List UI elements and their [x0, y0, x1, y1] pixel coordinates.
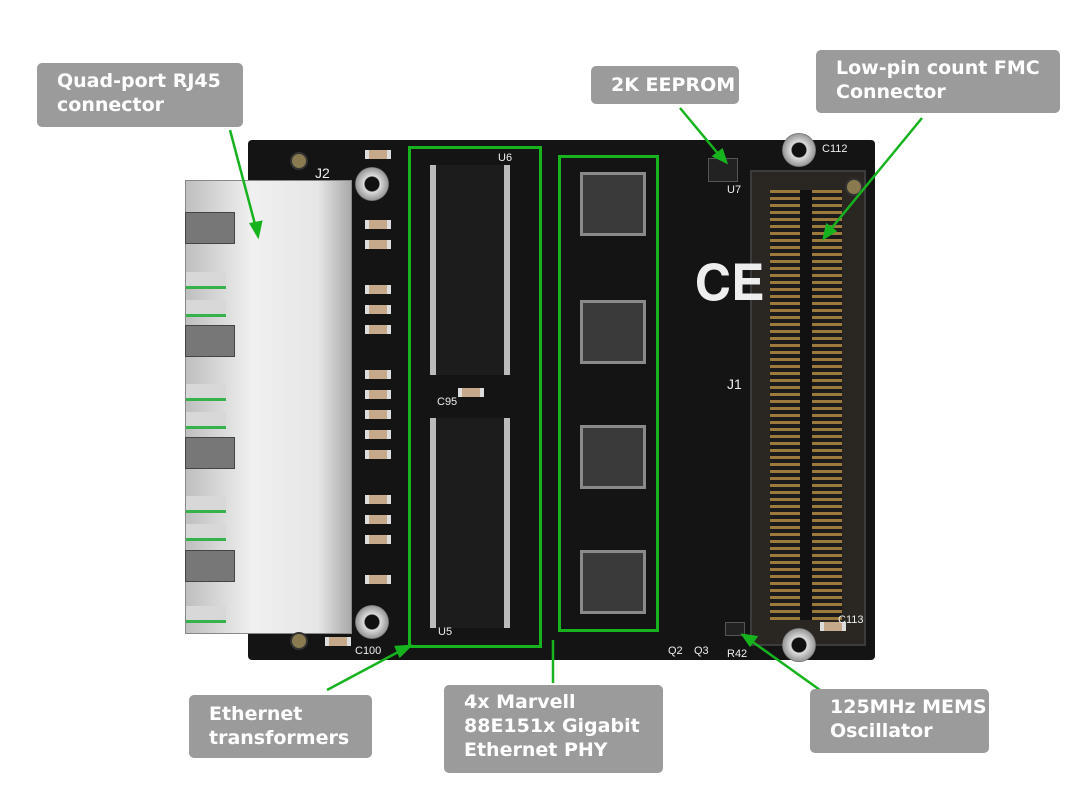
port-led — [186, 300, 226, 317]
port-led — [186, 496, 226, 513]
silk-u7: U7 — [727, 184, 742, 196]
callout-rj45-line2: connector — [57, 94, 165, 116]
phy-chip — [580, 550, 646, 614]
rj45-port — [185, 550, 235, 582]
rj45-port — [185, 325, 235, 357]
transformers-highlight — [408, 146, 542, 648]
callout-eeprom-text: 2K EEPROM — [611, 74, 736, 96]
silk-u5: U5 — [438, 626, 453, 638]
silk-q3: Q3 — [694, 645, 709, 657]
port-led — [186, 524, 226, 541]
callout-phy-line1: 4x Marvell — [464, 691, 576, 713]
silk-j2: J2 — [315, 165, 330, 181]
silk-c112: C112 — [822, 143, 848, 155]
mounting-hole — [290, 632, 308, 650]
callout-phy-line2: 88E151x Gigabit — [464, 715, 640, 737]
callout-transformers-line2: transformers — [209, 727, 350, 749]
fmc-slot — [800, 190, 812, 620]
silk-j1: J1 — [727, 376, 742, 392]
callout-rj45: Quad-port RJ45 connector — [37, 63, 243, 127]
phy-chip — [580, 425, 646, 489]
callout-phy: 4x Marvell 88E151x Gigabit Ethernet PHY — [444, 685, 663, 773]
callout-osc-line1: 125MHz MEMS — [830, 696, 987, 718]
rj45-port — [185, 437, 235, 469]
mounting-screw — [782, 628, 816, 662]
silk-c95: C95 — [437, 396, 458, 408]
callout-oscillator: 125MHz MEMS Oscillator — [810, 689, 989, 753]
port-led — [186, 384, 226, 401]
silk-c113: C113 — [838, 614, 864, 626]
callout-phy-line3: Ethernet PHY — [464, 739, 608, 761]
callout-fmc-line1: Low-pin count FMC — [836, 57, 1040, 79]
callout-transformers-line1: Ethernet — [209, 703, 303, 725]
callout-rj45-line1: Quad-port RJ45 — [57, 70, 221, 92]
silk-u6: U6 — [498, 152, 513, 164]
callout-fmc: Low-pin count FMC Connector — [816, 50, 1060, 113]
mounting-hole — [845, 178, 863, 196]
phy-highlight — [558, 155, 659, 632]
port-led — [186, 412, 226, 429]
transformer-u6 — [430, 165, 510, 375]
transformer-u5 — [430, 418, 510, 628]
silk-r42: R42 — [727, 648, 748, 660]
mounting-screw — [355, 605, 389, 639]
silk-q2: Q2 — [668, 645, 683, 657]
mounting-screw — [355, 167, 389, 201]
silk-c100: C100 — [355, 645, 382, 657]
callout-fmc-line2: Connector — [836, 81, 946, 103]
phy-chip — [580, 172, 646, 236]
callout-eeprom: 2K EEPROM — [591, 66, 739, 104]
mounting-screw — [782, 133, 816, 167]
callout-transformers: Ethernet transformers — [189, 695, 372, 758]
callout-osc-line2: Oscillator — [830, 720, 933, 742]
phy-chip — [580, 300, 646, 364]
port-led — [186, 272, 226, 289]
oscillator-chip — [725, 622, 745, 636]
mounting-hole — [290, 152, 308, 170]
rj45-port — [185, 212, 235, 244]
ce-mark: 𝐂𝐄 — [695, 255, 765, 311]
eeprom-chip — [708, 158, 738, 182]
port-led — [186, 606, 226, 623]
